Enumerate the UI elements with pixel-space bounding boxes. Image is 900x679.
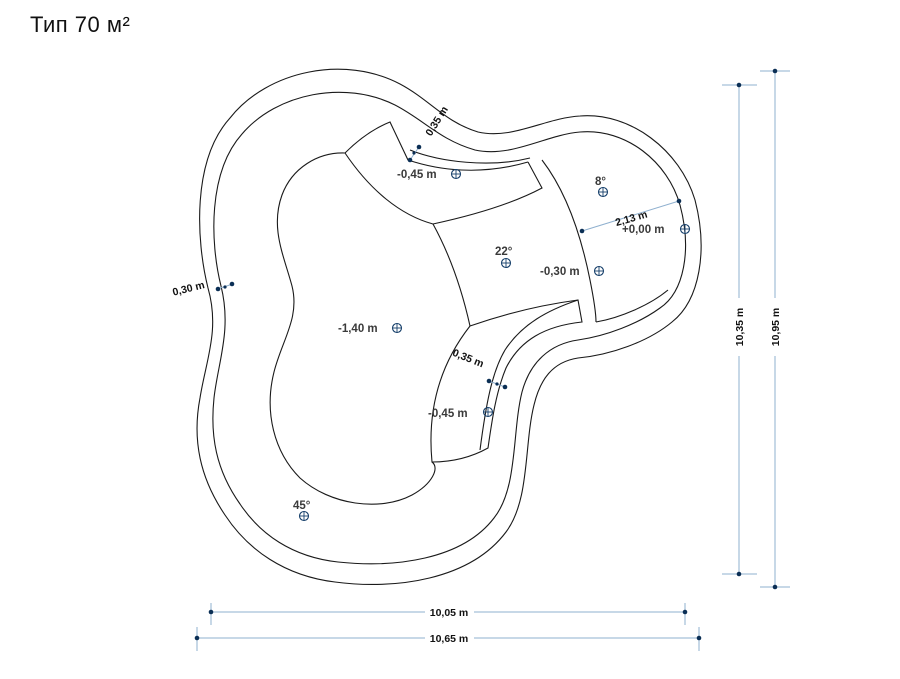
wall-top-label: 0,35 m [423, 104, 451, 138]
pool-inner-edge [212, 91, 686, 565]
top-step-inner-line [409, 149, 531, 164]
slope-shelf: 8° [595, 176, 609, 198]
lower-step-inner-line [479, 299, 579, 451]
ramp-left-line [432, 223, 471, 327]
pool-outer-edge [196, 68, 702, 586]
level-lower-step: -0,45 m [428, 406, 494, 420]
inner-width-label: 10,05 m [430, 607, 469, 619]
shelf-divider [595, 289, 669, 323]
wall-top-marker: 0,35 m [407, 104, 451, 163]
dimension-outer-length: 10,95 m [760, 68, 790, 590]
page-title: Тип 70 м² [30, 12, 131, 37]
level-right-shelf: +0,00 m [622, 223, 691, 236]
ramp-right-line [541, 159, 597, 323]
slope-shelf-label: 8° [595, 176, 606, 188]
slope-floor-label: 45° [293, 500, 311, 512]
inner-length-label: 10,35 m [734, 308, 746, 347]
lower-step-outline [430, 299, 583, 463]
outer-length-label: 10,95 m [770, 308, 782, 347]
dimension-inner-length: 10,35 m [722, 82, 757, 577]
step-width-marker: 0,35 m [451, 347, 508, 390]
slope-ramp-label: 22° [495, 246, 513, 258]
wall-left-label: 0,30 m [171, 279, 206, 299]
dimension-inner-width: 10,05 m [208, 603, 688, 625]
level-right-shelf-label: +0,00 m [622, 224, 665, 236]
dimension-outer-width: 10,65 m [194, 627, 702, 651]
level-ramp-label: -0,30 m [540, 266, 580, 278]
outer-width-label: 10,65 m [430, 633, 469, 645]
level-deep-zone: -1,40 m [338, 322, 403, 335]
top-step-lower-line [344, 152, 543, 225]
level-top-step-label: -0,45 m [397, 169, 437, 181]
step-width-label: 0,35 m [451, 347, 486, 370]
level-lower-step-label: -0,45 m [428, 408, 468, 420]
level-top-step: -0,45 m [397, 168, 462, 181]
level-deep-zone-label: -1,40 m [338, 323, 378, 335]
slope-floor: 45° [293, 500, 311, 522]
wall-left-marker: 0,30 m [171, 279, 235, 299]
slope-ramp: 22° [495, 246, 513, 269]
level-ramp: -0,30 m [540, 265, 605, 278]
deep-zone-outline [269, 152, 436, 505]
